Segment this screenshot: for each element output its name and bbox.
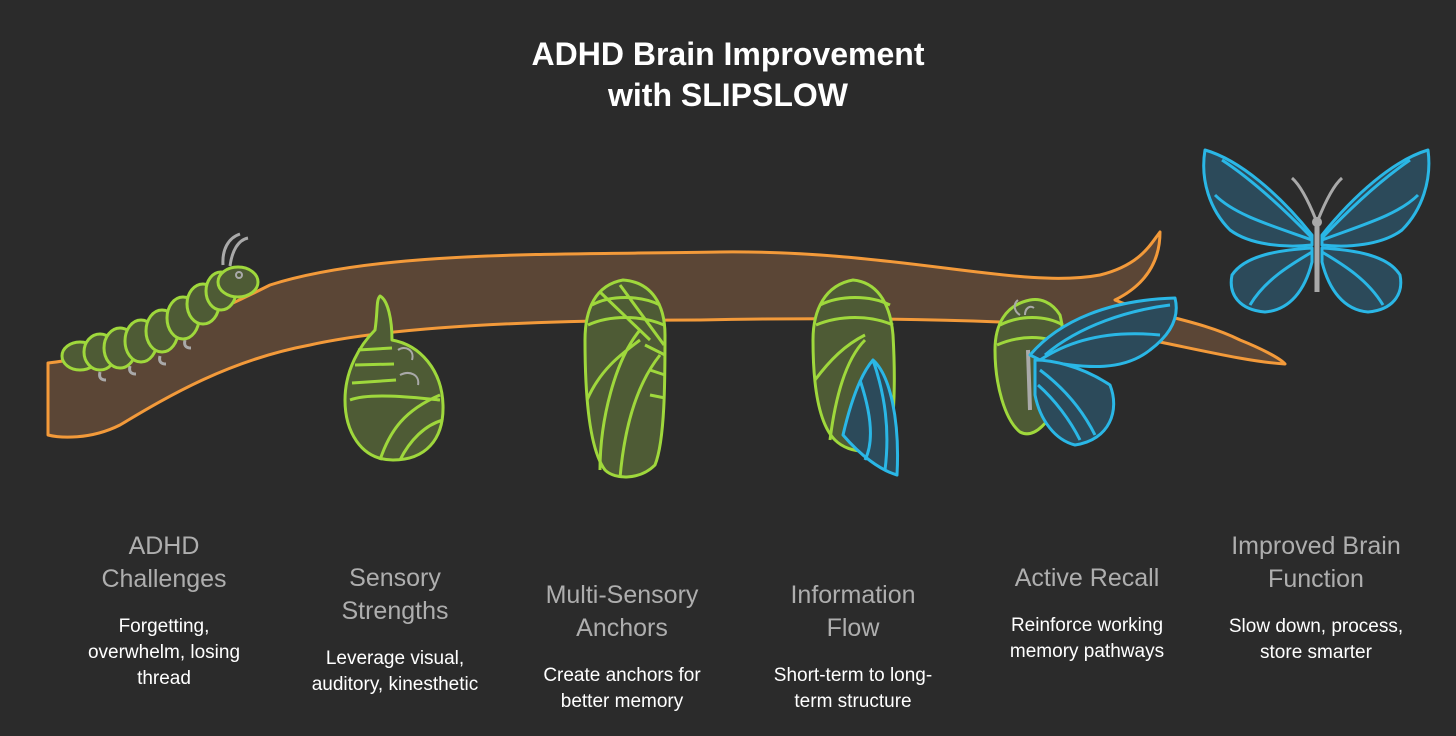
stage-title: Multi-Sensory Anchors — [545, 581, 699, 642]
stage-active-recall: Active Recall Reinforce working memory p… — [977, 562, 1197, 665]
caterpillar-icon — [60, 232, 260, 382]
stage-title: ADHD Challenges — [101, 532, 227, 593]
butterfly-icon — [1202, 148, 1431, 314]
stage-description: Forgetting, overwhelm, losing thread — [87, 616, 241, 689]
stage-information-flow: Information Flow Short-term to long- ter… — [743, 579, 963, 715]
diagram-title: ADHD Brain Improvement with SLIPSLOW — [428, 34, 1028, 116]
stage-description: Leverage visual, auditory, kinesthetic — [311, 648, 479, 695]
emerging-butterfly-icon — [993, 296, 1178, 447]
title-line-1: ADHD Brain Improvement — [531, 36, 925, 72]
stage-title: Information Flow — [790, 581, 916, 642]
stage-sensory-strengths: Sensory Strengths Leverage visual, audit… — [285, 562, 505, 698]
title-line-2: with SLIPSLOW — [608, 77, 848, 113]
stage-description: Slow down, process, store smarter — [1228, 616, 1404, 663]
stage-description: Create anchors for better memory — [543, 665, 701, 712]
stage-title: Sensory Strengths — [341, 564, 449, 625]
chrysalis-wing-icon — [811, 278, 899, 477]
stage-multi-sensory-anchors: Multi-Sensory Anchors Create anchors for… — [512, 579, 732, 715]
stage-description: Reinforce working memory pathways — [1009, 615, 1165, 662]
stage-title: Improved Brain Function — [1231, 532, 1401, 593]
stage-title: Active Recall — [1014, 564, 1160, 592]
stage-description: Short-term to long- term structure — [773, 665, 933, 712]
early-chrysalis-icon — [343, 294, 445, 462]
stage-improved-brain-function: Improved Brain Function Slow down, proce… — [1206, 530, 1426, 666]
chrysalis-icon — [583, 278, 667, 479]
stage-adhd-challenges: ADHD Challenges Forgetting, overwhelm, l… — [54, 530, 274, 692]
